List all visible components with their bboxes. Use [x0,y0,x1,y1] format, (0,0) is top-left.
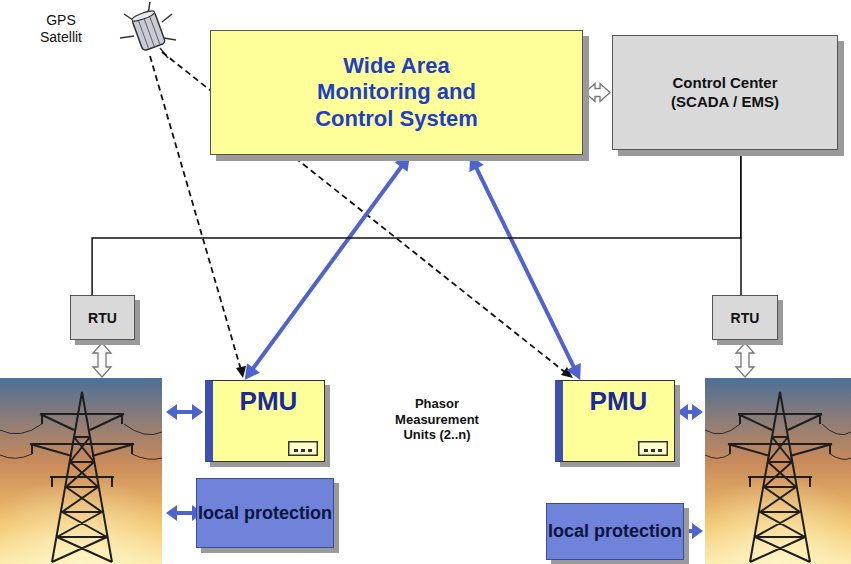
hollow-arrow [585,84,610,102]
pmu-box: PMU [205,380,325,462]
connector [245,155,410,380]
tower-lattice [728,392,832,562]
arrow-shaft [174,410,195,414]
arrowhead [192,404,203,420]
arrowhead [236,366,246,378]
arrowhead [469,155,483,172]
satellite-top [131,9,156,23]
pmu-box: PMU [555,380,675,462]
node-text: RTU [731,310,760,326]
sky [705,378,851,564]
tower-lattice [30,392,134,562]
antenna [162,14,172,22]
wire [740,150,742,295]
icon-button [308,449,312,452]
arrowhead [692,523,703,539]
connector [740,150,741,295]
wire [92,150,741,295]
icon-button [651,449,655,452]
group-label: Phasor Measurement Units (2..n) [388,396,486,443]
arrow-shaft [251,164,404,372]
blue-arrow [677,404,703,420]
satellite-detail [149,14,160,44]
node-text: Wide Area Monitoring and Control System [297,53,497,132]
antenna [120,36,134,38]
arrowhead [245,363,260,380]
icon-button [644,449,648,452]
blue-arrow [166,404,203,420]
node-text: local protection [548,521,682,542]
display-icon [638,441,668,456]
rtu-box: RTU [70,295,135,340]
node-text: PMU [590,387,648,417]
sun-glow [0,440,162,564]
arrowhead [677,404,688,420]
hollow-arrow [736,343,754,377]
sun-glow [705,440,851,564]
icon-frame [639,442,668,456]
system-box: Wide Area Monitoring and Control System [210,30,583,155]
protection-box: local protection [196,478,334,548]
tower-photo [0,378,162,564]
connector [585,84,610,102]
arrow-shaft [475,164,576,370]
connector [469,155,580,380]
arrow-shaft [174,511,195,515]
connector [92,150,741,295]
satellite-detail [143,16,154,46]
node-text: local protection [198,503,332,524]
display-icon [288,441,318,456]
tower-silhouette [30,392,134,562]
arrowhead [166,404,177,420]
arrowhead [566,363,580,380]
power-line [0,424,162,459]
power-line [705,424,851,459]
icon-button [294,449,298,452]
tower-silhouette [728,392,832,562]
node-text: Control Center (SCADA / EMS) [655,74,795,112]
hollow-arrow [93,343,111,377]
arrowhead [166,505,177,521]
antenna [164,38,176,40]
control-center-box: Control Center (SCADA / EMS) [612,35,838,150]
arrowhead [692,404,703,420]
satellite-detail [138,18,149,48]
protection-box: local protection [546,503,684,560]
icon-frame [289,442,318,456]
node-text: RTU [88,310,117,326]
arrowhead [395,155,410,172]
icon-button [301,449,305,452]
icon-button [658,449,662,452]
sky [0,378,162,564]
node-text: PMU [240,387,298,417]
satellite-label: GPS Satellit [24,12,98,46]
tower-photo [705,378,851,564]
satellite-icon [120,2,176,58]
rtu-box: RTU [712,295,778,340]
